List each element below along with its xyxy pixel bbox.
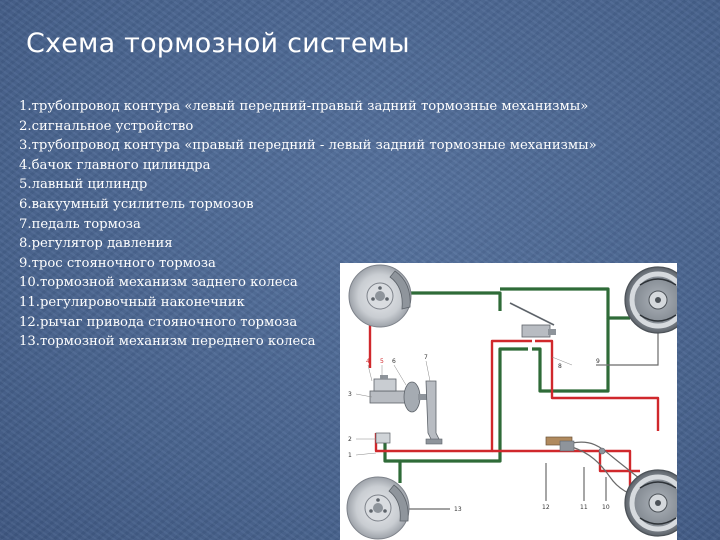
legend-item-10: 10.тормозной механизм заднего колеса — [19, 275, 298, 291]
front-right-brake-disc — [346, 476, 410, 540]
label-13: 13 — [454, 506, 462, 513]
label-12: 12 — [542, 504, 550, 511]
legend-item-13: 13.тормозной механизм переднего колеса — [19, 334, 316, 350]
label-7: 7 — [424, 354, 428, 361]
legend-item-5: 5.лавный цилиндр — [19, 177, 148, 193]
pressure-regulator — [509, 302, 556, 338]
adjusting-tip — [598, 447, 606, 455]
legend-item-7: 7.педаль тормоза — [19, 216, 141, 232]
red-line-rear-right — [535, 339, 660, 431]
green-line-front-right — [383, 441, 402, 483]
label-3: 3 — [348, 391, 352, 398]
label-4: 4 — [366, 358, 370, 365]
master-cylinder — [369, 390, 407, 404]
cable-to-rear-upper — [596, 333, 659, 366]
rear-brake-drum-lower — [624, 469, 677, 537]
label-1: 1 — [348, 452, 352, 459]
parking-brake-cables — [374, 333, 659, 510]
legend-item-11: 11.регулировочный наконечник — [19, 294, 245, 310]
slide-title: Схема тормозной системы — [26, 28, 410, 59]
label-6: 6 — [392, 358, 396, 365]
brake-system-diagram: 1 2 3 4 5 6 7 8 9 10 11 12 13 — [340, 263, 677, 540]
green-line-cross — [400, 347, 528, 463]
signal-device — [375, 432, 391, 444]
vacuum-booster — [403, 381, 421, 413]
label-11: 11 — [580, 504, 588, 511]
label-2: 2 — [348, 436, 352, 443]
legend-item-8: 8.регулятор давления — [19, 236, 173, 252]
label-10: 10 — [602, 504, 610, 511]
parking-brake-lever — [545, 436, 575, 452]
rear-brake-drum-upper — [624, 266, 677, 334]
legend-item-9: 9.трос стояночного тормоза — [19, 255, 216, 271]
label-5: 5 — [380, 358, 384, 365]
master-cylinder-assembly — [369, 375, 428, 413]
legend-item-4: 4.бачок главного цилиндра — [19, 157, 211, 173]
legend-item-2: 2.сигнальное устройство — [19, 118, 194, 134]
legend-item-3: 3.трубопровод контура «правый передний -… — [19, 138, 597, 154]
red-line-rear-lower — [492, 449, 632, 493]
brake-diagram-svg: 1 2 3 4 5 6 7 8 9 10 11 12 13 — [346, 264, 677, 540]
legend-item-12: 12.рычаг привода стояночного тормоза — [19, 314, 298, 330]
label-leaders — [355, 356, 608, 456]
green-line-upper — [500, 287, 630, 320]
green-line-down — [532, 318, 610, 393]
brake-pedal — [425, 380, 443, 445]
green-brake-circuit — [383, 287, 630, 483]
legend-item-1: 1.трубопровод контура «левый передний-пр… — [19, 99, 589, 114]
master-cylinder-reservoir — [373, 378, 397, 392]
green-line-to-front-left — [402, 291, 502, 311]
legend-item-6: 6.вакуумный усилитель тормозов — [19, 196, 254, 212]
legend-list: 1.трубопровод контура «левый передний-пр… — [19, 97, 597, 352]
label-8: 8 — [558, 363, 562, 370]
front-left-brake-disc — [348, 264, 412, 328]
red-line-rear-left — [598, 451, 640, 473]
label-9: 9 — [596, 358, 600, 365]
